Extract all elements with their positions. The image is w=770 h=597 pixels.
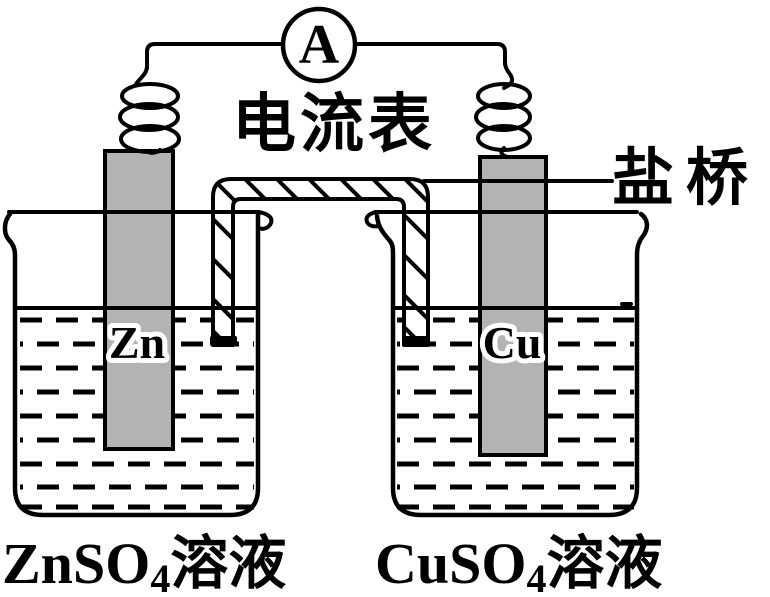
- left-solution-label: ZnSO4溶液: [2, 531, 286, 597]
- liquid-levels: [14, 302, 638, 310]
- salt-bridge-left-plug: [210, 336, 237, 346]
- right-coil: [474, 60, 532, 159]
- circuit-wires: [118, 42, 532, 159]
- left-beaker: [2, 211, 261, 518]
- ammeter-label: 电流表: [232, 89, 436, 160]
- salt-bridge-label: 盐桥: [612, 145, 760, 213]
- right-wire: [353, 42, 507, 66]
- left-wire: [145, 42, 285, 70]
- copper-electrode-label: Cu: [483, 317, 542, 368]
- salt-bridge-right-plug: [402, 336, 430, 346]
- ammeter-circle: [280, 6, 358, 84]
- ammeter: A: [280, 6, 358, 84]
- beaker-rims: [7, 210, 639, 231]
- zinc-electrode-label: Zn: [109, 317, 165, 368]
- right-solution-label: CuSO4溶液: [375, 531, 663, 597]
- salt-bridge: [210, 177, 430, 347]
- left-coil: [118, 64, 181, 155]
- zinc-electrode: [103, 149, 175, 451]
- ammeter-symbol: A: [299, 14, 340, 76]
- right-beaker: [374, 211, 650, 518]
